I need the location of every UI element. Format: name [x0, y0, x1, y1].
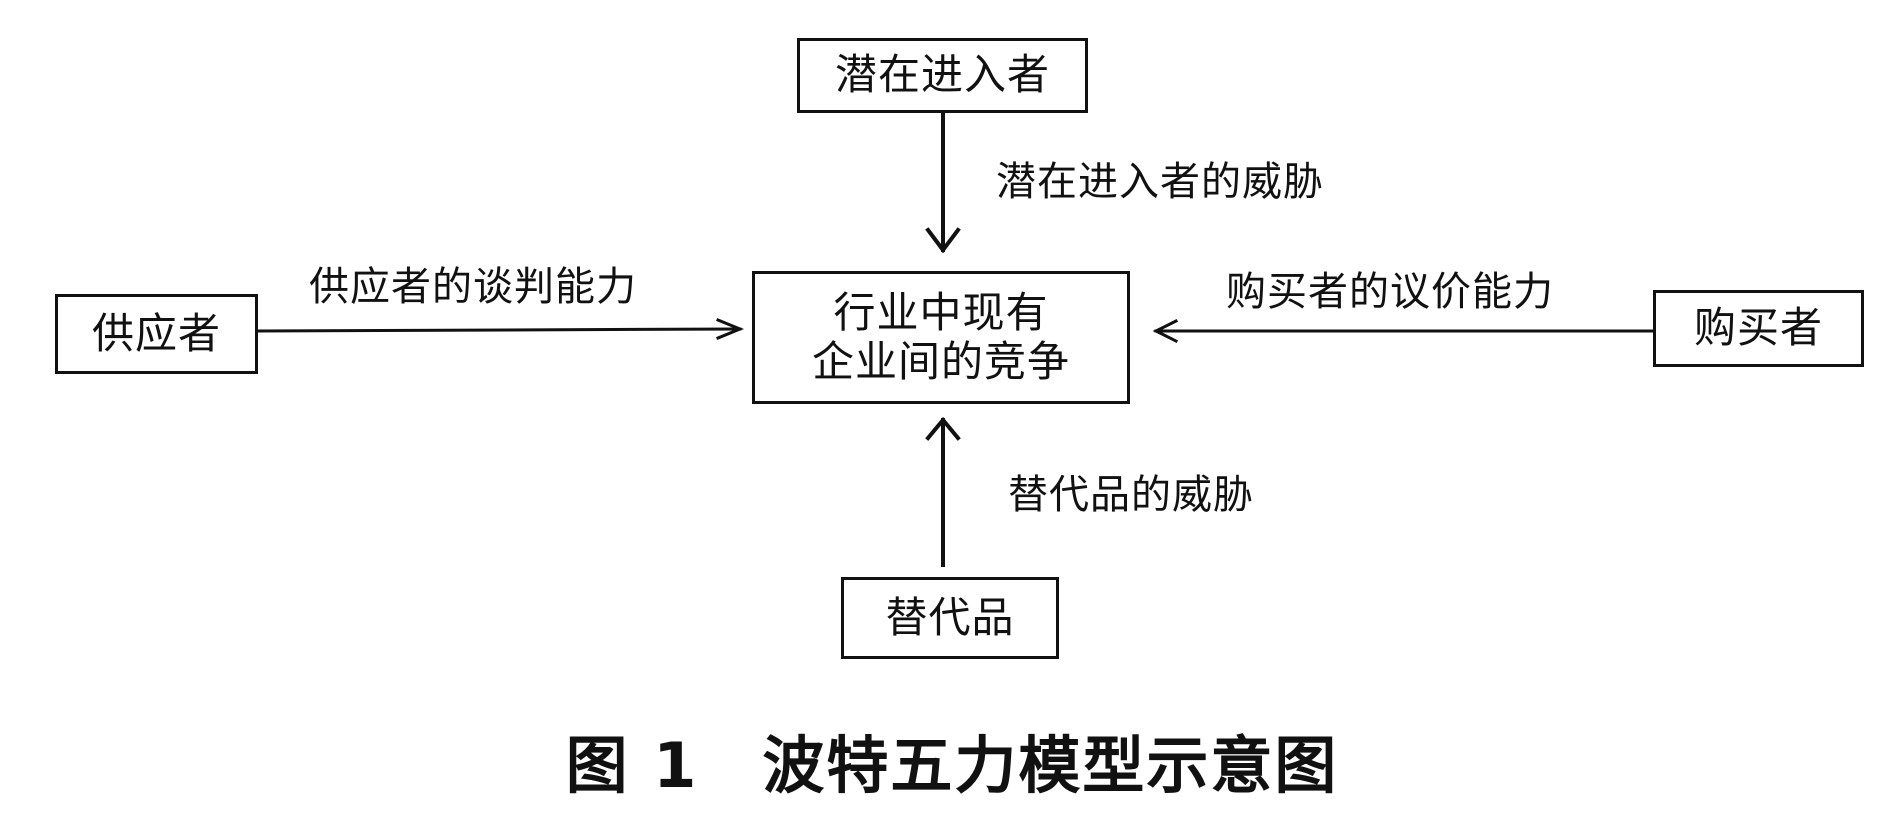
threat-of-substitutes-label: 替代品的威胁	[1008, 472, 1254, 518]
buyers-label: 购买者	[1693, 303, 1823, 353]
industry-competition-line-1: 行业中现有	[833, 288, 1049, 338]
supplier-bargaining-power-label: 供应者的谈判能力	[309, 264, 637, 310]
figure-caption: 图 1 波特五力模型示意图	[565, 729, 1339, 802]
arrow-from-suppliers	[255, 327, 742, 333]
buyers-node: 购买者	[1653, 290, 1864, 367]
buyer-bargaining-power-label: 购买者的议价能力	[1226, 269, 1554, 315]
arrowhead-right	[716, 318, 744, 340]
arrowhead-down	[925, 227, 961, 254]
industry-competition-node: 行业中现有 企业间的竞争	[752, 271, 1130, 404]
substitutes-label: 替代品	[885, 592, 1015, 642]
threat-of-new-entrants-label: 潜在进入者的威胁	[996, 159, 1324, 205]
potential-entrants-label: 潜在进入者	[834, 50, 1050, 100]
potential-entrants-node: 潜在进入者	[797, 38, 1088, 113]
suppliers-label: 供应者	[91, 308, 221, 358]
industry-competition-line-2: 企业间的竞争	[811, 336, 1070, 386]
substitutes-node: 替代品	[841, 577, 1059, 659]
suppliers-node: 供应者	[55, 294, 258, 374]
arrowhead-left	[1152, 318, 1179, 344]
arrowhead-up	[925, 416, 961, 441]
